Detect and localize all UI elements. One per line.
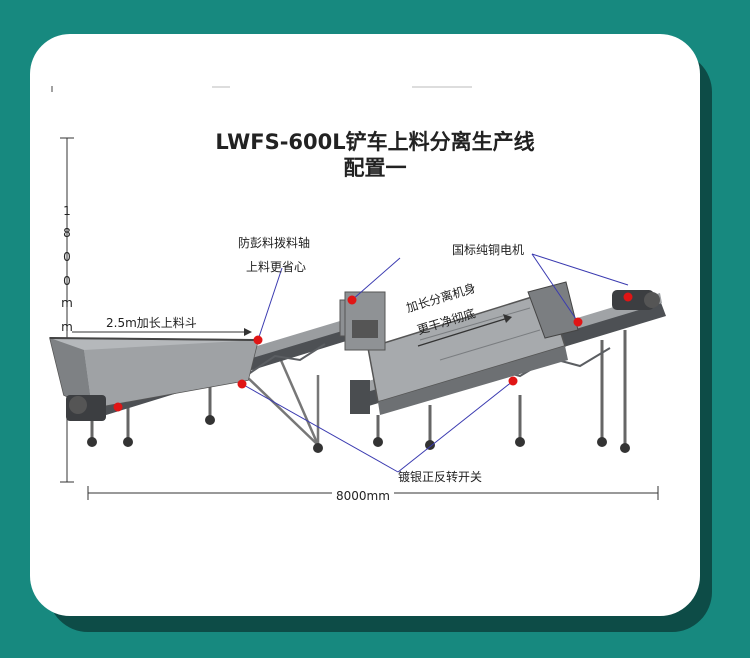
separator-direction-arrow (417, 314, 512, 347)
highlight-dot (253, 335, 263, 345)
height-dimension-line (60, 137, 74, 483)
diagram-title: LWFS-600L铲车上料分离生产线 (215, 130, 535, 154)
label-extended-hopper: 2.5m加长上料斗 (106, 316, 197, 330)
height-dimension-char: 8 (63, 226, 71, 240)
highlight-dot (623, 292, 633, 302)
highlight-dot (573, 317, 583, 327)
label-anti-jam-shaft: 防彭料拨料轴 (238, 236, 311, 250)
label-copper-motor: 国标纯铜电机 (452, 243, 525, 257)
diagram-subtitle: 配置一 (343, 156, 407, 180)
feeding-conveyor (49, 299, 371, 453)
highlight-dots (113, 292, 633, 412)
separator-conveyor (344, 281, 666, 453)
label-easy-feeding: 上料更省心 (246, 260, 307, 274)
highlight-dot (113, 402, 123, 412)
height-dimension-char: 0 (63, 274, 71, 288)
length-dimension-label: 8000mm (332, 489, 394, 503)
highlight-dot (508, 376, 518, 386)
height-dimension-char: m (61, 296, 73, 310)
highlight-dot (237, 379, 247, 389)
hopper-length-arrow (72, 328, 252, 336)
height-dimension-char: 0 (63, 250, 71, 264)
label-reversing-switch: 镀银正反转开关 (398, 470, 483, 484)
height-dimension-char: m (61, 320, 73, 334)
height-dimension-char: 1 (63, 204, 71, 218)
highlight-dot (347, 295, 357, 305)
callout-lines (241, 253, 629, 473)
